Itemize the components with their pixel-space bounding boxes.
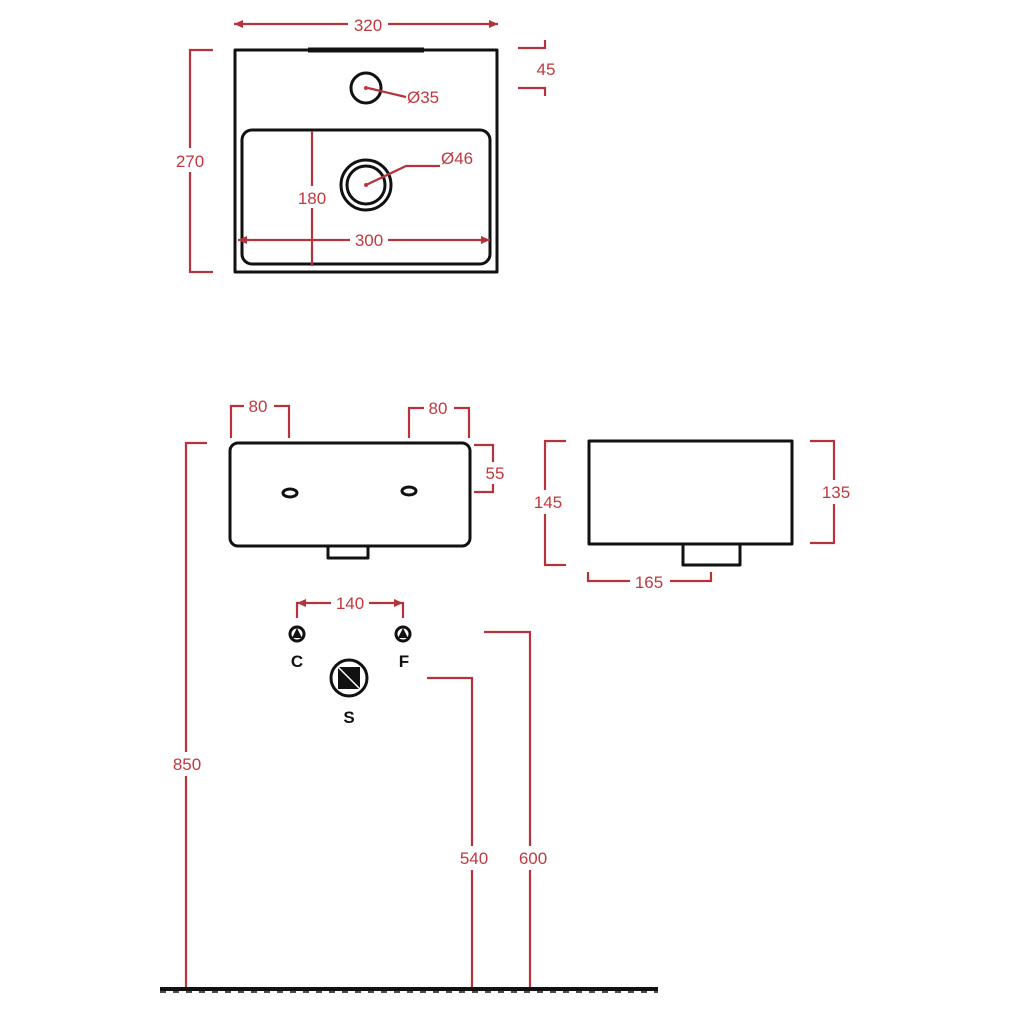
arrow-left: [234, 20, 243, 28]
hot-supply-arrow-icon: [292, 628, 302, 638]
dim-supply-spacing: 140: [336, 594, 364, 613]
top-view: 320 270 45 Ø35 Ø46 180 300: [170, 13, 556, 274]
dim-bracket-height: 55: [486, 464, 505, 483]
dim-right-bracket: 80: [429, 399, 448, 418]
leader-tap-hole: [367, 86, 407, 99]
dim-text-bg: [424, 398, 454, 418]
dim-text-bg: [170, 148, 210, 172]
dim-left-bracket: 80: [249, 397, 268, 416]
dim-waste-height: 540: [460, 849, 488, 868]
arrow-right: [481, 236, 490, 244]
dim-text-bg: [168, 752, 206, 776]
dim-floor-to-top: 850: [173, 755, 201, 774]
dim-text-bg: [348, 13, 388, 35]
fixing-hole-left: [281, 487, 299, 499]
dim-text-bg: [350, 229, 388, 251]
dim-bowl-height: 180: [298, 189, 326, 208]
basin-outline-front: [228, 441, 472, 548]
dim-width: 320: [354, 16, 382, 35]
hot-supply-symbol: [288, 625, 306, 643]
dim-text-bg: [528, 490, 566, 514]
dim-tap-offset: 45: [537, 60, 556, 79]
fixing-hole-right: [400, 485, 418, 497]
front-view: 80 80 55 850 140 C F S 54: [160, 396, 658, 993]
cold-supply-arrow-icon: [398, 628, 408, 638]
dim-line-tap-offset-bottom: [518, 86, 547, 96]
waste-outlet-front: [326, 546, 370, 560]
dim-line-supply-height: [484, 630, 532, 988]
dim-text-bg: [630, 571, 670, 593]
drain-outer: [339, 158, 393, 212]
tap-hole-center: [364, 86, 368, 90]
side-view: 145 135 165: [528, 439, 856, 593]
arrow-left: [238, 236, 247, 244]
tap-hole: [349, 71, 383, 105]
waste-label: S: [343, 708, 354, 727]
dim-text-bg: [293, 186, 331, 208]
cold-label: F: [399, 652, 409, 671]
dim-text-bg: [484, 462, 506, 484]
drain-inner: [345, 164, 387, 206]
waste-diagonal: [337, 666, 361, 690]
dim-line-waste-height: [427, 676, 474, 988]
dim-waste-offset: 165: [635, 573, 663, 592]
dim-drain: Ø46: [441, 149, 473, 168]
dim-depth-left: 145: [534, 493, 562, 512]
hot-label: C: [291, 652, 303, 671]
dim-supply-height: 600: [519, 849, 547, 868]
arrow-right: [394, 599, 403, 607]
dim-text-bg: [244, 396, 274, 416]
basin-outline-side: [587, 439, 794, 546]
cold-supply-symbol: [394, 625, 412, 643]
dim-text-bg: [331, 593, 369, 613]
dim-line-floor-to-top: [184, 441, 207, 988]
waste-outlet-side: [681, 544, 742, 567]
dim-text-bg: [512, 846, 552, 870]
arrow-right: [489, 20, 498, 28]
dim-height: 270: [176, 152, 204, 171]
dim-depth-right: 135: [822, 483, 850, 502]
dim-line-tap-offset-top: [518, 40, 547, 50]
arrow-left: [297, 599, 306, 607]
dim-text-bg: [454, 846, 492, 870]
dim-text-bg: [818, 480, 856, 504]
basin-bowl: [240, 128, 492, 266]
dim-bowl-width: 300: [355, 231, 383, 250]
dim-tap-hole: Ø35: [407, 88, 439, 107]
leader-drain: [365, 164, 440, 186]
waste-symbol: [329, 658, 369, 698]
